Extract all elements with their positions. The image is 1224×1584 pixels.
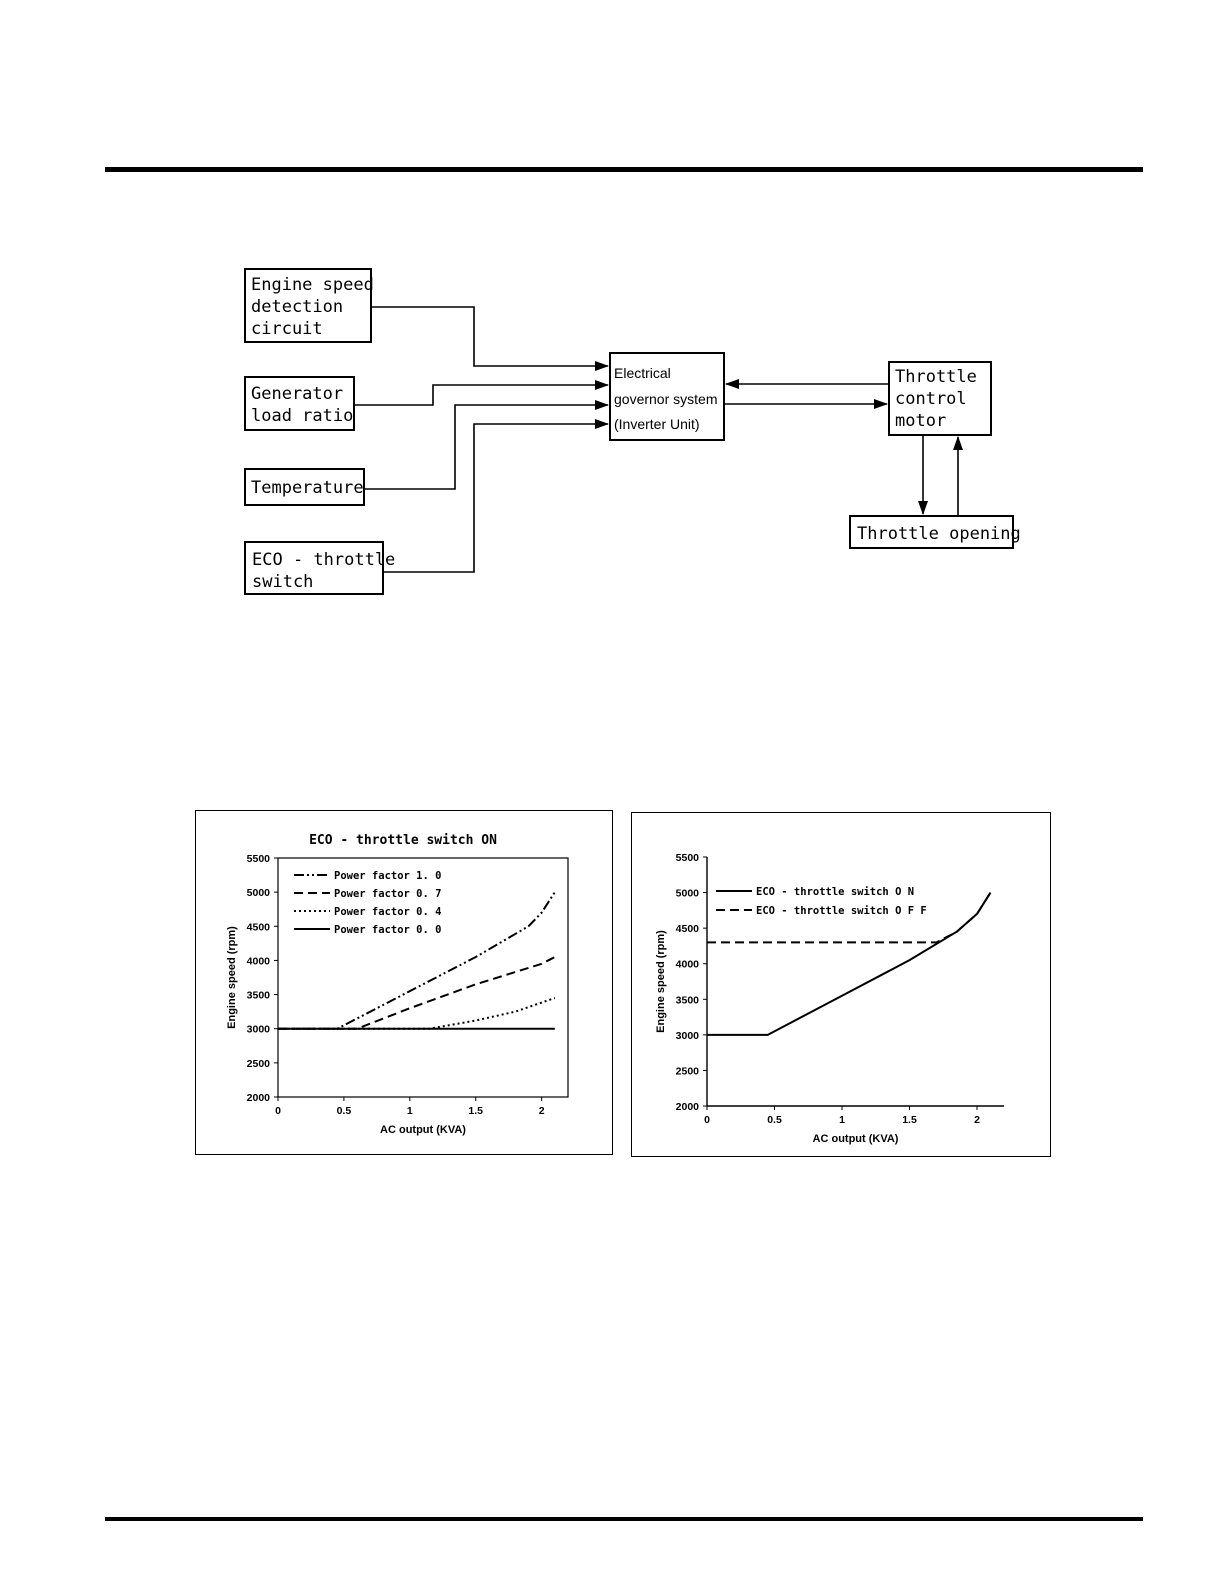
y-tick-label: 3500 bbox=[676, 994, 700, 1006]
x-tick-label: 1.5 bbox=[902, 1114, 917, 1126]
load-ratio-label-2: load ratio bbox=[251, 406, 353, 426]
temperature-box bbox=[244, 468, 365, 506]
motor-label-3: motor bbox=[895, 411, 946, 431]
temperature-arrow bbox=[364, 400, 609, 490]
series-line-0 bbox=[707, 892, 992, 1036]
legend-label: Power factor 0. 7 bbox=[334, 888, 441, 900]
legend-label: ECO - throttle switch O F F bbox=[756, 905, 927, 917]
x-tick-label: 0 bbox=[275, 1105, 281, 1117]
series-line-1 bbox=[278, 956, 556, 1030]
engine-speed-label-2: detection bbox=[251, 297, 343, 317]
y-tick-label: 5000 bbox=[676, 888, 700, 900]
motor-label-1: Throttle bbox=[895, 367, 977, 387]
eco-switch-arrow bbox=[383, 419, 609, 573]
y-tick-label: 2500 bbox=[676, 1065, 700, 1077]
y-tick-label: 4000 bbox=[247, 955, 271, 967]
eco-switch-box bbox=[244, 541, 384, 595]
bottom-rule bbox=[105, 1517, 1143, 1521]
y-tick-label: 2000 bbox=[247, 1092, 271, 1104]
x-tick-label: 1 bbox=[407, 1105, 413, 1117]
y-tick-label: 5500 bbox=[676, 852, 700, 864]
y-tick-label: 4500 bbox=[247, 921, 271, 933]
series-line-2 bbox=[278, 997, 556, 1030]
engine-speed-arrow bbox=[371, 306, 609, 371]
y-tick-label: 5500 bbox=[247, 853, 271, 865]
y-tick-label: 4500 bbox=[676, 923, 700, 935]
governor-label-1: Electrical bbox=[614, 365, 671, 381]
chart-frame-left: 2000 2500 3000 3500 4000 4500 5000 5500 0 0.5 1 1.5… bbox=[195, 810, 613, 1155]
legend-label: Power factor 1. 0 bbox=[334, 870, 441, 882]
load-ratio-box bbox=[244, 376, 355, 431]
opening-label: Throttle opening bbox=[857, 524, 1021, 544]
x-tick-label: 2 bbox=[539, 1105, 545, 1117]
eco-switch-label-1: ECO - throttle bbox=[252, 550, 395, 570]
motor-label-2: control bbox=[895, 389, 967, 409]
governor-label-2: governor system bbox=[614, 391, 717, 407]
y-tick-label: 3000 bbox=[676, 1030, 700, 1042]
load-ratio-arrow bbox=[354, 380, 609, 406]
legend-label: ECO - throttle switch O N bbox=[756, 886, 914, 898]
temperature-label: Temperature bbox=[251, 478, 364, 498]
chart-frame-right: 2000 2500 3000 3500 4000 4500 5000 5500 0 0.5 1 1.5… bbox=[631, 812, 1051, 1157]
series-line-1 bbox=[707, 892, 992, 944]
governor-box bbox=[609, 352, 725, 441]
y-axis-label: Engine speed (rpm) bbox=[226, 926, 238, 1029]
x-axis-label: AC output (KVA) bbox=[380, 1124, 466, 1136]
engine-speed-label-1: Engine speed bbox=[251, 275, 374, 295]
engine-speed-label-3: circuit bbox=[251, 319, 323, 339]
governor-block-diagram: Engine speed detection circuit Generator… bbox=[244, 268, 1021, 595]
x-tick-label: 1.5 bbox=[468, 1105, 483, 1117]
legend-label: Power factor 0. 0 bbox=[334, 924, 441, 936]
motor-box bbox=[888, 361, 992, 436]
y-tick-label: 4000 bbox=[676, 959, 700, 971]
plot-area bbox=[277, 857, 569, 1098]
governor-label-3: (Inverter Unit) bbox=[614, 416, 700, 432]
chart-eco-compare: 2000 2500 3000 3500 4000 4500 5000 5500 0 0.5 1 1.5… bbox=[655, 852, 1004, 1145]
y-tick-label: 2000 bbox=[676, 1101, 700, 1113]
x-tick-label: 0 bbox=[704, 1114, 710, 1126]
y-tick-label: 3000 bbox=[247, 1024, 271, 1036]
chart-title: ECO - throttle switch ON bbox=[309, 833, 497, 848]
x-axis-label: AC output (KVA) bbox=[813, 1133, 899, 1145]
engine-speed-box bbox=[244, 268, 372, 343]
load-ratio-label-1: Generator bbox=[251, 384, 343, 404]
y-tick-label: 3500 bbox=[247, 990, 271, 1002]
x-tick-label: 2 bbox=[974, 1114, 980, 1126]
y-tick-label: 5000 bbox=[247, 887, 271, 899]
chart-eco-on: 2000 2500 3000 3500 4000 4500 5000 5500 0 0.5 1 1.5… bbox=[226, 833, 569, 1136]
top-rule bbox=[105, 167, 1143, 172]
x-tick-label: 1 bbox=[839, 1114, 845, 1126]
y-axis-label: Engine speed (rpm) bbox=[655, 930, 667, 1033]
y-tick-label: 2500 bbox=[247, 1058, 271, 1070]
x-tick-label: 0.5 bbox=[337, 1105, 352, 1117]
opening-box bbox=[849, 515, 1014, 549]
x-tick-label: 0.5 bbox=[767, 1114, 782, 1126]
legend-label: Power factor 0. 4 bbox=[334, 906, 441, 918]
eco-switch-label-2: switch bbox=[252, 572, 313, 592]
